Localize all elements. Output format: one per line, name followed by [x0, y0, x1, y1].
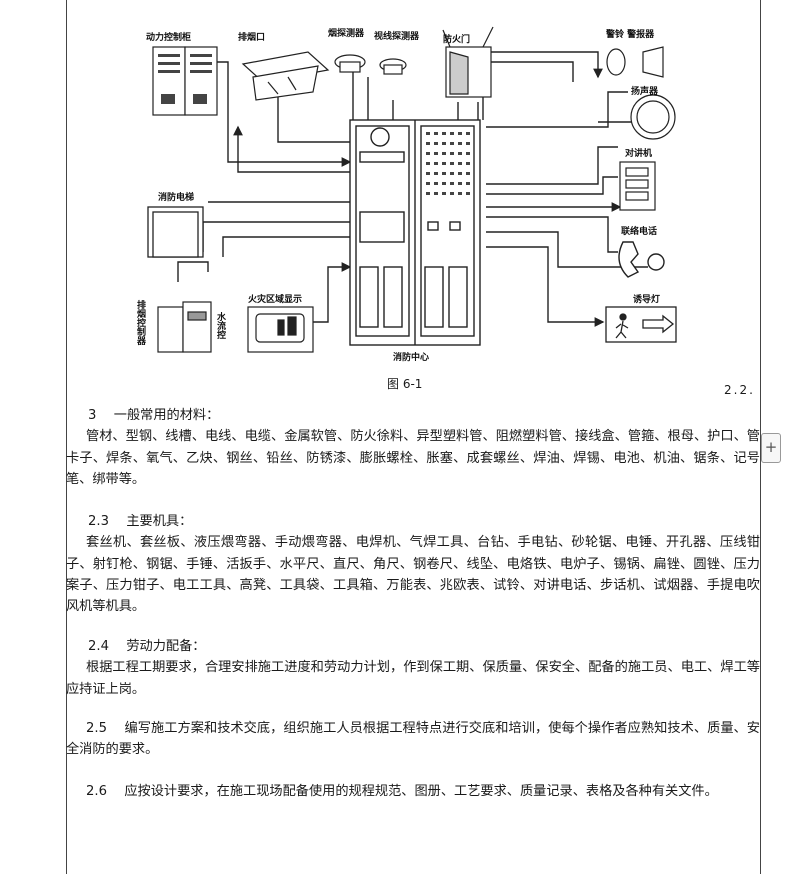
- section-body: 根据工程工期要求，合理安排施工进度和劳动力计划，作到保工期、保质量、保安全、配备…: [66, 660, 760, 697]
- label-intercom: 对讲机: [625, 147, 652, 159]
- section-heading: 2.4 劳动力配备：: [88, 639, 206, 654]
- figure-caption: 图 6-1: [387, 377, 423, 391]
- label-exit-light: 诱导灯: [633, 293, 660, 305]
- label-smoke-detector: 烟探测器: [328, 27, 365, 39]
- section-plan: 2.5 编写施工方案和技术交底，组织施工人员根据工程特点进行交底和培训，使每个操…: [66, 718, 760, 761]
- page-reference: 2.2.: [724, 383, 755, 397]
- section-docs: 2.6 应按设计要求，在施工现场配备使用的规程规范、图册、工艺要求、质量记录、表…: [66, 781, 760, 802]
- section-tools: 2.3 主要机具： 套丝机、套丝板、液压煨弯器、手动煨弯器、电焊机、气焊工具、台…: [66, 511, 760, 617]
- section-materials: 3 一般常用的材料： 管材、型钢、线槽、电线、电缆、金属软管、防火徐料、异型塑料…: [66, 405, 760, 490]
- label-fire-center: 消防中心: [393, 351, 429, 363]
- label-fire-door: 防火门: [443, 33, 470, 45]
- page-border-left: [66, 0, 67, 874]
- section-body: 2.5 编写施工方案和技术交底，组织施工人员根据工程特点进行交底和培训，使每个操…: [66, 721, 760, 758]
- label-power-cabinet: 动力控制柜: [146, 31, 191, 43]
- label-smoke-controller: 排烟控制器: [135, 299, 147, 346]
- label-beam-detector: 视线探测器: [374, 30, 420, 42]
- label-phone: 联络电话: [621, 225, 657, 237]
- section-heading: 2.3 主要机具：: [88, 514, 193, 529]
- section-body: 2.6 应按设计要求，在施工现场配备使用的规程规范、图册、工艺要求、质量记录、表…: [86, 784, 718, 799]
- label-fire-elevator: 消防电梯: [158, 191, 194, 203]
- expand-button[interactable]: +: [761, 433, 781, 463]
- label-water-flow: 水流控: [215, 311, 226, 340]
- label-smoke-vent: 排烟口: [238, 31, 265, 43]
- section-heading: 3 一般常用的材料：: [88, 408, 220, 423]
- section-labor: 2.4 劳动力配备： 根据工程工期要求，合理安排施工进度和劳动力计划，作到保工期…: [66, 636, 760, 700]
- section-body: 管材、型钢、线槽、电线、电缆、金属软管、防火徐料、异型塑料管、阻燃塑料管、接线盒…: [66, 429, 760, 487]
- label-speaker: 扬声器: [631, 85, 659, 97]
- label-fire-zone-display: 火灾区域显示: [248, 293, 302, 305]
- page-border-right: [760, 0, 761, 874]
- fire-control-system-diagram: 动力控制柜 排烟口 烟探测器 视线探测器 防火门 警铃 警报器 扬声器 对讲机 …: [135, 26, 677, 363]
- label-bell-alarm: 警铃 警报器: [606, 28, 655, 40]
- section-body: 套丝机、套丝板、液压煨弯器、手动煨弯器、电焊机、气焊工具、台钻、手电钻、砂轮锯、…: [66, 535, 760, 615]
